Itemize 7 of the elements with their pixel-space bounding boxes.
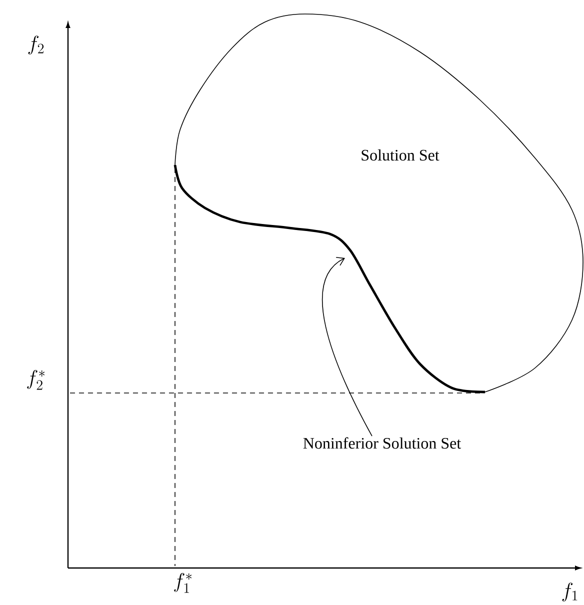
leader-arrow <box>322 256 372 436</box>
axis-label: $f_2$ <box>28 36 44 54</box>
axis-label: $f_2^*$ <box>27 370 44 390</box>
region-label: Noninferior Solution Set <box>303 437 462 449</box>
axis-label: $f_1$ <box>562 582 578 602</box>
solution-region: Solution Set <box>174 14 584 394</box>
axis-label: $f_1^*$ <box>174 573 192 593</box>
